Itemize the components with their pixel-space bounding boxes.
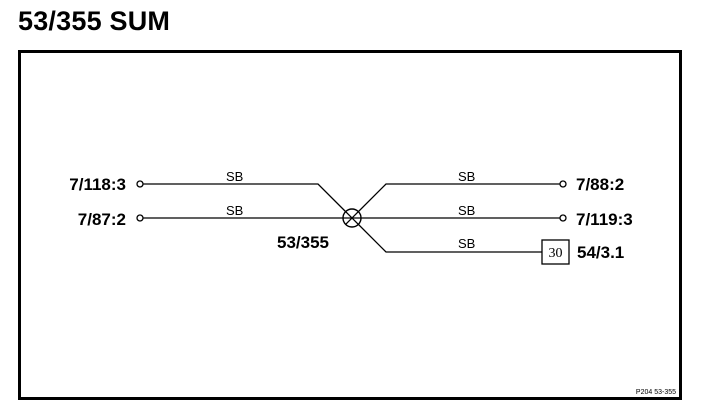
wire-right-2: 7/119:3 SB [360,203,633,229]
wire-left-1: 7/118:3 SB [69,169,353,219]
terminal-circle-icon [559,180,567,188]
wire-right-3: 30 54/3.1 SB [351,217,624,265]
connector-box [541,239,570,265]
terminal-label-7-118-3: 7/118:3 [69,175,126,194]
wire-color-label: SB [458,169,475,184]
page-title: 53/355 SUM [18,6,171,36]
terminal-circle-icon [136,214,144,222]
wire-color-label: SB [458,203,475,218]
terminal-circle-icon [136,180,144,188]
footer-reference: P204 53-355 [636,389,676,396]
wire-left-2: 7/87:2 SB [78,203,344,229]
wire-color-label: SB [226,203,243,218]
terminal-label-54-3-1: 54/3.1 [577,243,624,262]
wire-color-label: SB [226,169,243,184]
splice-node-icon [342,208,362,228]
diagram-frame [18,50,682,400]
connector-box-number: 30 [549,246,563,261]
terminal-label-7-87-2: 7/87:2 [78,210,126,229]
terminal-label-7-119-3: 7/119:3 [576,210,633,229]
terminal-label-7-88-2: 7/88:2 [576,175,624,194]
wire-right-1: 7/88:2 SB [351,169,624,219]
terminal-circle-icon [559,214,567,222]
wire-color-label: SB [458,236,475,251]
splice-label: 53/355 [277,233,329,252]
